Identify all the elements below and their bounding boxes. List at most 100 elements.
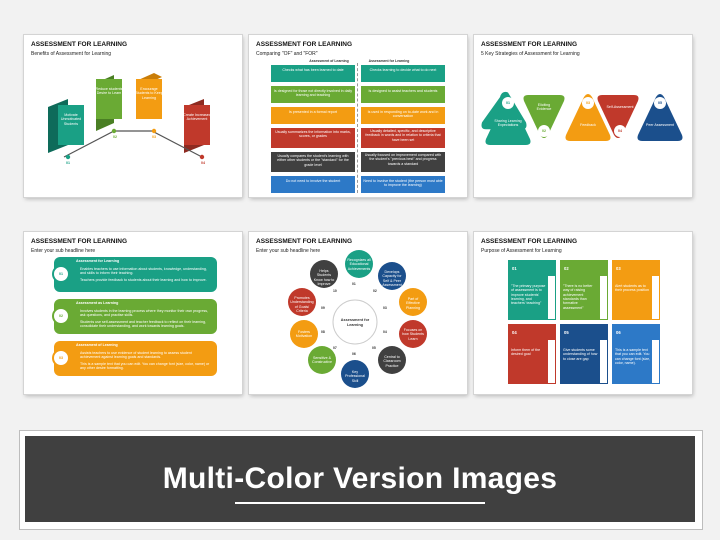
wheel-node-number: 02 [373,289,377,293]
slide-thumbnail-purpose[interactable]: ASSESSMENT FOR LEARNING Purpose of Asses… [474,232,692,394]
benefits-ribbon-diagram [48,73,210,160]
wheel-node-number: 07 [333,346,337,350]
purpose-card-header [560,260,608,276]
step-number: 02 [113,135,117,139]
assessment-card [54,257,217,292]
purpose-card-number: 05 [564,330,569,335]
purpose-card-number: 03 [616,266,621,271]
comparison-text: Usually summarizes the information into … [275,130,351,139]
purpose-card-fill [508,340,548,384]
wheel-node-label: Fosters Motivation [295,330,313,339]
comparison-row-right [361,152,445,172]
card-bullet: Assists teachers to use evidence of stud… [80,351,192,360]
wheel-node-label: Focuses on how Students Learn [402,328,424,341]
card-number: 01 [59,272,63,276]
comparison-row-left [271,176,355,193]
comparison-row-right [361,86,445,103]
comparison-text: Is presented in a formal report [289,110,337,114]
purpose-card-number: 01 [512,266,517,271]
wheel-node-number: 08 [321,330,325,334]
strategy-number: 05 [658,101,662,105]
slide-title: ASSESSMENT FOR LEARNING [481,238,578,245]
wheel-node-number: 09 [321,306,325,310]
slide-title: ASSESSMENT FOR LEARNING [31,41,128,48]
wheel-node-number: 10 [333,289,337,293]
comparison-text: Do not need to involve the student [285,179,341,183]
slide-title: ASSESSMENT FOR LEARNING [31,238,128,245]
card-bullet: Students use self-assessment and teacher… [80,320,207,329]
card-heading: Assessment as Learning [76,301,119,305]
purpose-card-text: Give students some understanding of how … [563,348,598,361]
column-header-right: Assessment for Learning [368,59,410,63]
comparison-row-left [271,152,355,172]
slide-thumbnail-benefits[interactable]: ASSESSMENT FOR LEARNING Benefits of Asse… [24,35,242,197]
slide-title: ASSESSMENT FOR LEARNING [256,238,353,245]
purpose-card-text: "The primary purpose of assessment is to… [511,284,546,306]
slide-subtitle: Enter your sub headline here [31,248,96,254]
card-number-circle [52,265,70,283]
strategy-label: Peer Assessment [646,123,674,127]
purpose-card-fill [560,276,600,320]
step-label: Create Increased Achievement [183,113,211,122]
card-number: 02 [59,314,63,318]
strategy-label: Eliciting Evidence [536,103,552,112]
slide-title: ASSESSMENT FOR LEARNING [256,41,353,48]
wheel-node-number: 05 [372,346,376,350]
slide-subtitle: 5 Key Strategies of Assessment for Learn… [481,51,580,57]
slide-thumbnail-key-strategies[interactable]: ASSESSMENT FOR LEARNING 5 Key Strategies… [474,35,692,197]
step-number: 01 [66,161,70,165]
slide-subtitle: Comparing "OF" and "FOR" [256,51,318,57]
purpose-card-header [560,324,608,340]
comparison-row-left [271,65,355,82]
card-heading: Assessment of Learning [76,343,118,347]
card-bullet: Involves students in the learning proces… [80,309,209,318]
purpose-card-fill [612,276,652,320]
comparison-text: Is designed to assist teachers and stude… [368,89,438,93]
banner-title: Multi-Color Version Images [162,462,558,495]
step-number: 04 [201,161,205,165]
purpose-card-text: Alert students as to their process posit… [615,284,649,293]
purpose-card-number: 04 [512,330,517,335]
comparison-row-left [271,86,355,103]
comparison-text: Checks what has been learned to date [282,68,344,72]
strategy-label: Self-Assessment [606,105,634,109]
purpose-card-number: 02 [564,266,569,271]
step-label: Encourage Students to Keep Learning [135,87,163,100]
purpose-card-number: 06 [616,330,621,335]
wheel-node-number: 03 [383,306,387,310]
wheel-center-label: Assessment for Learning [340,318,370,327]
comparison-row-right [361,176,445,193]
purpose-card-header [508,324,556,340]
purpose-card-text: Inform them of the desired goal [511,348,541,357]
assessment-card [54,341,217,376]
purpose-card-header [612,260,660,276]
banner-underline [235,502,485,504]
comparison-text: Usually focused on improvement compared … [364,153,442,166]
wheel-node-number: 04 [383,330,387,334]
wheel-node-label: Recognizes all Educational Achievements [347,258,371,271]
slide-subtitle: Enter your sub headline here [256,248,321,254]
purpose-card-header [612,324,660,340]
wheel-node-label: Key Professional Skill [345,370,365,383]
step-label: Reduce students Desire to Learn [95,87,123,96]
comparison-text: Usually compares the student's learning … [277,154,349,167]
card-number-circle [52,349,70,367]
card-number: 03 [59,356,63,360]
wheel-node-number: 06 [352,352,356,356]
comparison-row-left [271,107,355,124]
step-number: 03 [152,135,156,139]
wheel-node-label: Sensitive & Constructive [312,356,332,365]
card-bullet: This is a sample text that you can edit.… [80,362,210,371]
purpose-card-text: "There is no better way of raising achie… [563,284,593,310]
slide-thumbnail-circle-diagram[interactable]: ASSESSMENT FOR LEARNING Enter your sub h… [249,232,467,394]
column-header-left: Assessment of Learning [309,59,349,63]
strategy-number: 03 [586,101,590,105]
card-heading: Assessment for Learning [76,259,120,263]
strategy-number: 01 [506,101,510,105]
assessment-card [54,299,217,334]
wheel-node-label: Helps Students Know how to Improve [313,269,335,286]
slide-thumbnail-assessment-types[interactable]: ASSESSMENT FOR LEARNING Enter your sub h… [24,232,242,394]
comparison-row-right [361,107,445,124]
comparison-text: Is designed for those not directly invol… [273,89,353,98]
slide-thumbnail-comparison[interactable]: ASSESSMENT FOR LEARNING Comparing "OF" a… [249,35,467,197]
